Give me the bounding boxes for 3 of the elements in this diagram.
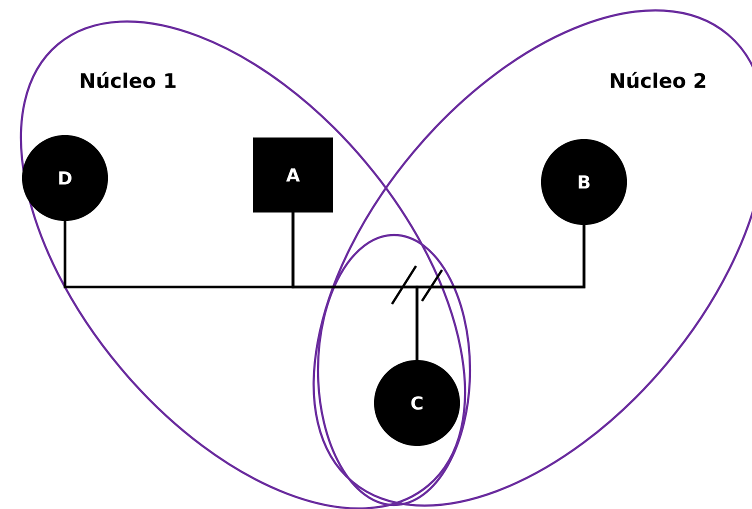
connector-line — [416, 224, 586, 362]
male-square: A — [253, 138, 333, 212]
group-ellipse — [316, 234, 472, 506]
